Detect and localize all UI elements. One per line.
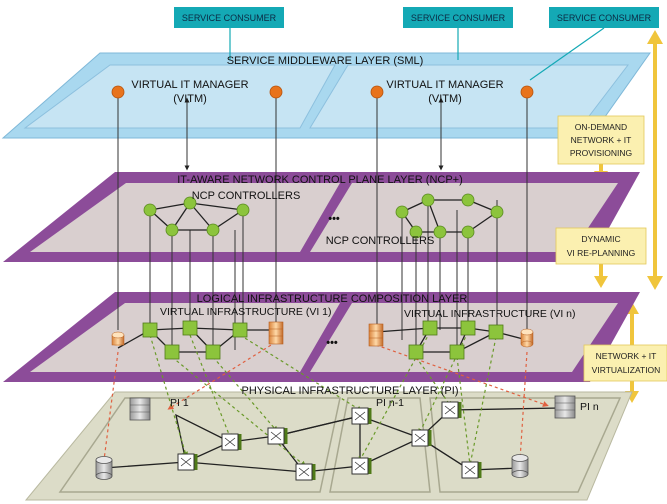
virtualization-line1: NETWORK + IT xyxy=(596,351,657,361)
ncp-node xyxy=(143,203,157,217)
ncp-nodes xyxy=(143,193,504,239)
vi1-label: VIRTUAL INFRASTRUCTURE (VI 1) xyxy=(160,306,332,318)
ncp-node xyxy=(490,205,504,219)
virtual-server-icon xyxy=(268,321,284,345)
vitm-label-right-line1: VIRTUAL IT MANAGER xyxy=(386,79,503,91)
virtual-switch-icon xyxy=(460,320,476,336)
service-consumer-box xyxy=(174,7,284,28)
vitm-node xyxy=(111,85,125,99)
ncp-node xyxy=(236,203,250,217)
ncp-left-region xyxy=(30,183,340,252)
vi1-region xyxy=(30,303,340,372)
virtual-switch-icon xyxy=(164,344,180,360)
service-consumer-label: SERVICE CONSUMER xyxy=(411,13,506,23)
ncp-layer xyxy=(3,172,640,262)
service-consumer-label: SERVICE CONSUMER xyxy=(557,13,652,23)
physical-switches xyxy=(177,401,482,481)
ncp-node xyxy=(461,225,475,239)
side-box-provisioning: ON-DEMAND NETWORK + IT PROVISIONING xyxy=(557,115,645,165)
ncp-controllers-right-label: NCP CONTROLLERS xyxy=(326,235,435,247)
service-consumer-label: SERVICE CONSUMER xyxy=(182,13,277,23)
ncp-controllers-left-label: NCP CONTROLLERS xyxy=(192,190,301,202)
ncp-node xyxy=(206,223,220,237)
virtual-storage-icon xyxy=(520,328,534,348)
side-box-replanning: DYNAMIC VI RE-PLANNING xyxy=(555,227,647,265)
full-stack-arrow-bottom-head xyxy=(647,276,663,290)
vitm-dots xyxy=(111,85,534,99)
physical-infrastructure-layer xyxy=(24,391,633,501)
sml-title: SERVICE MIDDLEWARE LAYER (SML) xyxy=(227,55,424,67)
service-consumer-box xyxy=(403,7,513,28)
vitm-node xyxy=(269,85,283,99)
virtual-switch-icon xyxy=(232,322,248,338)
virtual-switch-icon xyxy=(488,324,504,340)
vitm-node xyxy=(370,85,384,99)
ncp-ellipsis: ••• xyxy=(328,213,340,225)
virtual-switches xyxy=(142,320,504,360)
vitm-node xyxy=(520,85,534,99)
virtual-storage-icon xyxy=(111,331,125,346)
vitm-label-left-line2: (VITM) xyxy=(173,93,207,105)
provisioning-line2: NETWORK + IT xyxy=(571,135,632,145)
vitm-label-left-line1: VIRTUAL IT MANAGER xyxy=(131,79,248,91)
provisioning-line1: ON-DEMAND xyxy=(575,122,627,132)
virtualization-line2: VIRTUALIZATION xyxy=(592,365,661,375)
ncp-node xyxy=(183,196,197,210)
physical-it-resources xyxy=(95,395,576,480)
virtual-switch-icon xyxy=(408,344,424,360)
virtual-switch-icon xyxy=(182,320,198,336)
pi1-label: PI 1 xyxy=(170,397,189,409)
virtual-switch-icon xyxy=(449,344,465,360)
pin1-label: PI n-1 xyxy=(376,397,404,409)
virtual-it-resources xyxy=(111,321,534,348)
pi1-region xyxy=(58,397,341,493)
physical-storage-icon xyxy=(95,456,113,480)
replanning-line2: VI RE-PLANNING xyxy=(567,248,636,258)
provisioning-line3: PROVISIONING xyxy=(570,148,632,158)
sml-left-region xyxy=(23,64,336,129)
ncp-node xyxy=(165,223,179,237)
consumer-links xyxy=(229,27,605,81)
vertical-links xyxy=(117,92,528,350)
virtual-switch-icon xyxy=(205,344,221,360)
lic-title: LOGICAL INFRASTRUCTURE COMPOSITION LAYER xyxy=(197,293,468,305)
virtual-server-icon xyxy=(368,323,384,347)
ncp-right-region xyxy=(310,183,618,252)
vin-label: VIRTUAL INFRASTRUCTURE (VI n) xyxy=(404,308,576,320)
service-consumer-box xyxy=(549,7,659,28)
virtual-switch-icon xyxy=(142,322,158,338)
virtual-switch-icon xyxy=(422,320,438,336)
side-box-virtualization: NETWORK + IT VIRTUALIZATION xyxy=(583,344,667,382)
lic-ellipsis: ••• xyxy=(326,337,338,349)
physical-server-icon xyxy=(554,395,576,419)
pin1-region xyxy=(329,397,431,493)
ncp-node xyxy=(433,225,447,239)
ncp-title: IT-AWARE NETWORK CONTROL PLANE LAYER (NC… xyxy=(177,174,463,186)
service-consumers: SERVICE CONSUMER SERVICE CONSUMER SERVIC… xyxy=(174,7,659,28)
vitm-label-right-line2: (VITM) xyxy=(428,93,462,105)
full-stack-arrow-top-head xyxy=(647,30,663,44)
arrow-head xyxy=(594,276,608,288)
ncp-node xyxy=(409,225,423,239)
replanning-line1: DYNAMIC xyxy=(581,234,620,244)
ncp-node xyxy=(421,193,435,207)
pin-label: PI n xyxy=(580,401,599,413)
pi-title: PHYSICAL INFRASTRUCTURE LAYER (PI) xyxy=(242,385,459,397)
ncp-node xyxy=(461,193,475,207)
ncp-node xyxy=(395,205,409,219)
physical-server-icon xyxy=(129,397,151,421)
physical-storage-icon xyxy=(511,454,529,478)
